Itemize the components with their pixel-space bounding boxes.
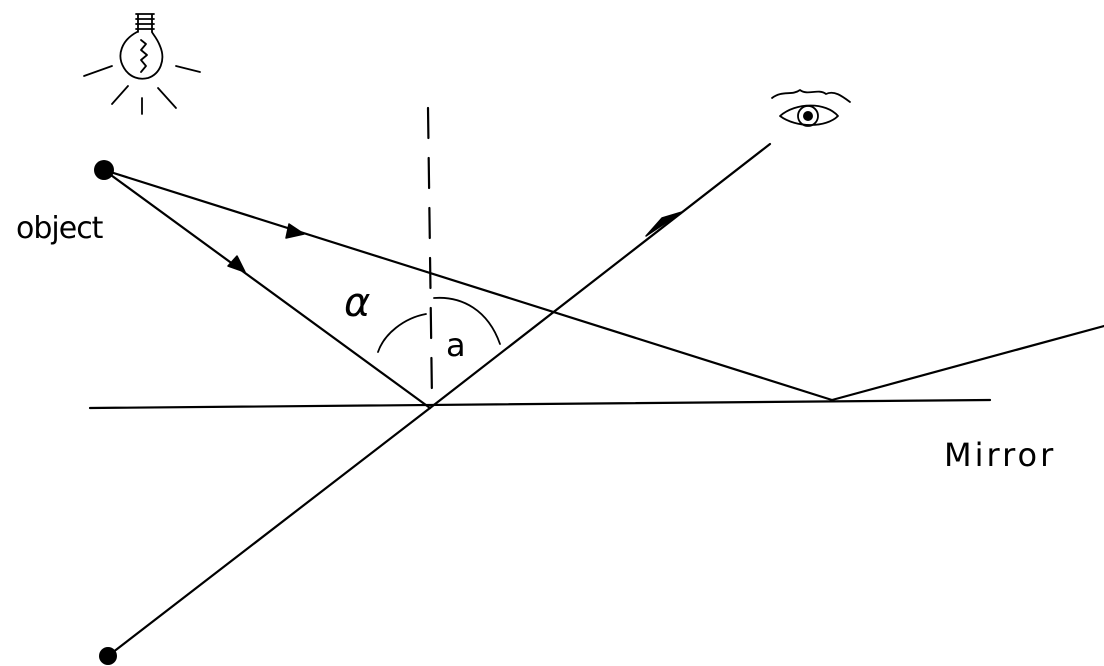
reflected-ray-2 xyxy=(830,324,1104,402)
light-bulb-icon xyxy=(83,13,201,115)
mirror-label: Mirror xyxy=(944,436,1056,474)
arrowhead-reflected-1 xyxy=(645,211,683,237)
virtual-ray xyxy=(106,406,432,658)
normal-line xyxy=(426,106,434,402)
eye-icon xyxy=(771,89,851,127)
arrowhead-incident-1 xyxy=(227,255,246,273)
arrowhead-incident-2 xyxy=(285,223,305,239)
angle-incidence-label: α xyxy=(344,280,370,326)
angle-arc-reflection xyxy=(433,296,501,345)
reflected-ray-1 xyxy=(428,142,772,410)
mirror-line xyxy=(88,398,992,410)
object-label: object xyxy=(16,211,104,246)
incident-ray-2 xyxy=(102,168,834,402)
angle-reflection-label: a xyxy=(446,326,466,364)
angle-arc-incidence xyxy=(377,313,427,353)
incident-ray-1 xyxy=(102,168,432,410)
